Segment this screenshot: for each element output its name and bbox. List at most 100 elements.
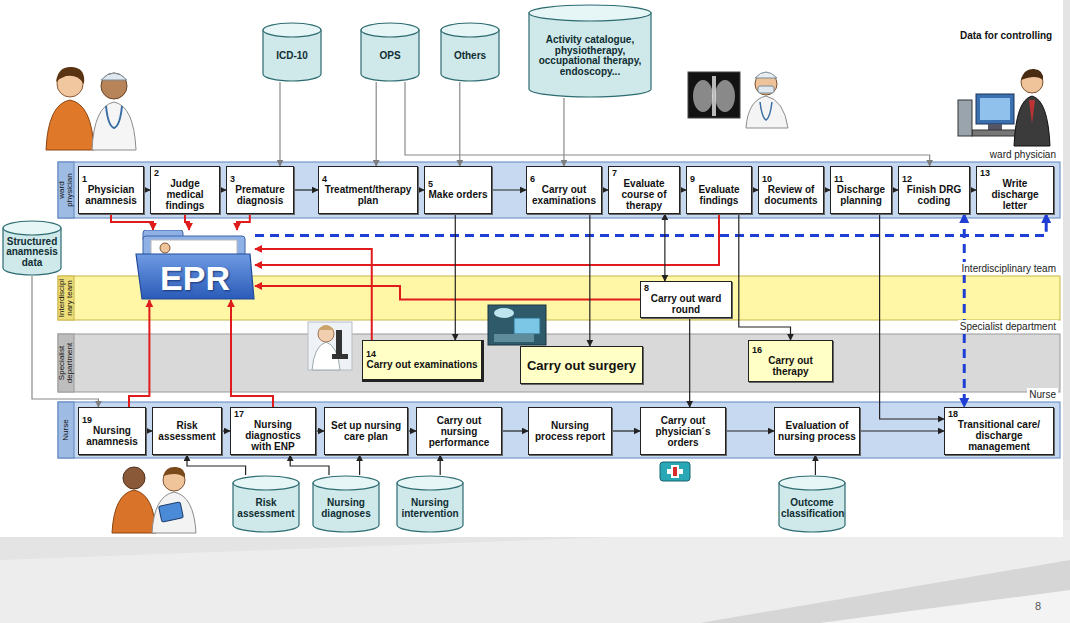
process-label: Carry out physician´s orders [644,415,722,448]
cylinder-top [779,476,845,490]
process-label: Carry out nursing performance [420,415,498,448]
step-number: 9 [690,175,695,184]
staff-illustration [106,106,122,128]
controller-illustration [1014,96,1050,146]
slide-ground [0,0,1063,537]
staff-illustration [46,100,94,150]
database-label: Others [443,51,497,62]
lane-heading-holder: Interdisciplinary team [960,262,1058,275]
process-box: 10Review of documents [758,166,824,214]
cylinder-body [441,30,499,81]
swimlane: 19Nursing anamnesisRisk assessment17Nurs… [58,402,1060,458]
database-label: Risk assessment [235,498,297,519]
step-number: 14 [366,350,376,359]
process-box: Risk assessment [152,407,222,455]
lane-heading-holder: Specialist department [958,320,1058,333]
lane-header: Interdiscipl nary team [58,276,74,320]
xray-picture [688,72,740,118]
lane-heading: ward physician [988,148,1058,161]
database-label: ICD-10 [265,51,319,62]
process-label: Physician anamnesis [82,184,140,206]
connector [860,430,944,431]
swimlane: 14Carry out examinationsCarry out surger… [58,334,1060,392]
staff-illustration [92,102,136,150]
swimlane-header [58,334,74,392]
process-label: Evaluate findings [690,184,748,206]
connector [316,430,324,431]
folder-outline [136,254,254,299]
lab-photo [318,326,334,342]
connector [589,214,590,346]
connector [726,430,774,431]
process-label: Finish DRG coding [902,184,966,206]
step-number: 17 [234,410,244,419]
connector [187,455,246,475]
database-cylinder: Activity catalogue, physiotherapy, occup… [528,4,652,98]
medical-kit-icon [673,467,677,476]
swimlane-fill [58,402,1060,458]
lane-heading: Specialist department [958,320,1058,333]
database-cylinder: Risk assessment [232,475,300,533]
process-box: Nursing process report [528,407,612,455]
step-number: 3 [230,175,235,184]
connector [563,98,564,166]
record-label: EPR [160,258,230,300]
lane-label: Interdiscipl nary team [58,276,74,320]
nurse-staff-illustration [152,492,196,533]
process-label: Evaluation of nursing process [778,420,856,442]
swimlane-header [58,402,74,458]
connector [290,455,329,475]
cylinder-top [361,23,419,37]
lane-label: Specialist department [58,334,74,392]
doctor-illustration [755,72,777,78]
connector [294,189,318,190]
lane-header: ward physician [58,162,74,218]
connector [129,300,149,407]
lab-photo [308,322,352,370]
xray-picture [712,76,716,116]
database-cylinder: ICD-10 [262,22,322,82]
nurse-staff-illustration [123,467,145,489]
cylinder-top [3,221,61,235]
swimlane-band [58,334,1060,392]
swimlane-header [58,276,74,320]
process-box: 14Carry out examinations [362,340,484,382]
controller-illustration [1029,100,1035,124]
database-cylinder: Nursing diagnoses [312,475,380,533]
swimlane-header [58,162,74,218]
nurse-staff-illustration [112,490,156,533]
doctor-illustration [760,102,772,120]
swimlane-band [58,402,1060,458]
lane-heading: Nurse [1027,388,1058,401]
surgery-photo [494,334,534,342]
controller-illustration [958,69,1050,146]
cylinder-top [263,23,321,37]
process-label: Risk assessment [156,420,218,442]
epr-folder: EPR [135,230,255,300]
lab-photo [308,322,352,370]
database-label: Structured anamnesis data [5,237,59,269]
cylinder-body [529,13,651,97]
process-box: 5Make orders [424,166,492,214]
process-box: Set up nursing care plan [324,407,408,455]
process-label: Discharge planning [834,184,888,206]
cylinder-body [263,30,321,81]
swimlane-fill [58,334,1060,392]
connector [459,82,460,166]
process-box: 9Evaluate findings [686,166,752,214]
step-number: 18 [948,410,958,419]
staff-illustration [46,67,136,150]
controller-illustration [972,130,1018,136]
folder-outline [160,243,170,253]
step-number: 13 [980,169,990,178]
lab-photo [336,330,342,356]
connector [255,286,640,300]
process-label: Evaluate course of therapy [612,178,676,211]
process-label: Carry out therapy [752,355,829,377]
surgery-photo [488,305,546,345]
connector [815,455,816,475]
